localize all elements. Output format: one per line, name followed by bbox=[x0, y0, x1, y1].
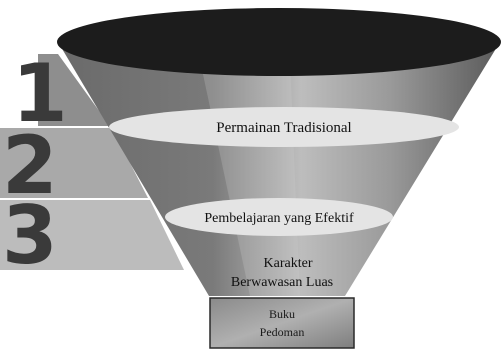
output-box bbox=[209, 297, 355, 349]
step-band-3 bbox=[0, 200, 184, 270]
funnel-body bbox=[58, 42, 500, 296]
stage-1-label: Permainan Tradisional bbox=[216, 120, 351, 136]
step-band-2 bbox=[0, 128, 148, 198]
output-box-label-line1: Buku bbox=[269, 307, 295, 321]
step-number-3: 3 bbox=[2, 189, 58, 282]
step-number-1: 1 bbox=[12, 47, 68, 140]
stage-2-label: Pembelajaran yang Efektif bbox=[204, 211, 354, 226]
output-box-label-line2: Pedoman bbox=[260, 325, 305, 339]
step-band-1 bbox=[38, 54, 110, 126]
stage-3-label-line2: Berwawasan Luas bbox=[231, 275, 333, 290]
step-number-2: 2 bbox=[2, 119, 58, 212]
stage-2-ellipse bbox=[165, 198, 393, 236]
stage-3-label-line1: Karakter bbox=[264, 256, 313, 271]
funnel-rim bbox=[57, 8, 501, 76]
stage-1-ellipse bbox=[109, 107, 459, 147]
